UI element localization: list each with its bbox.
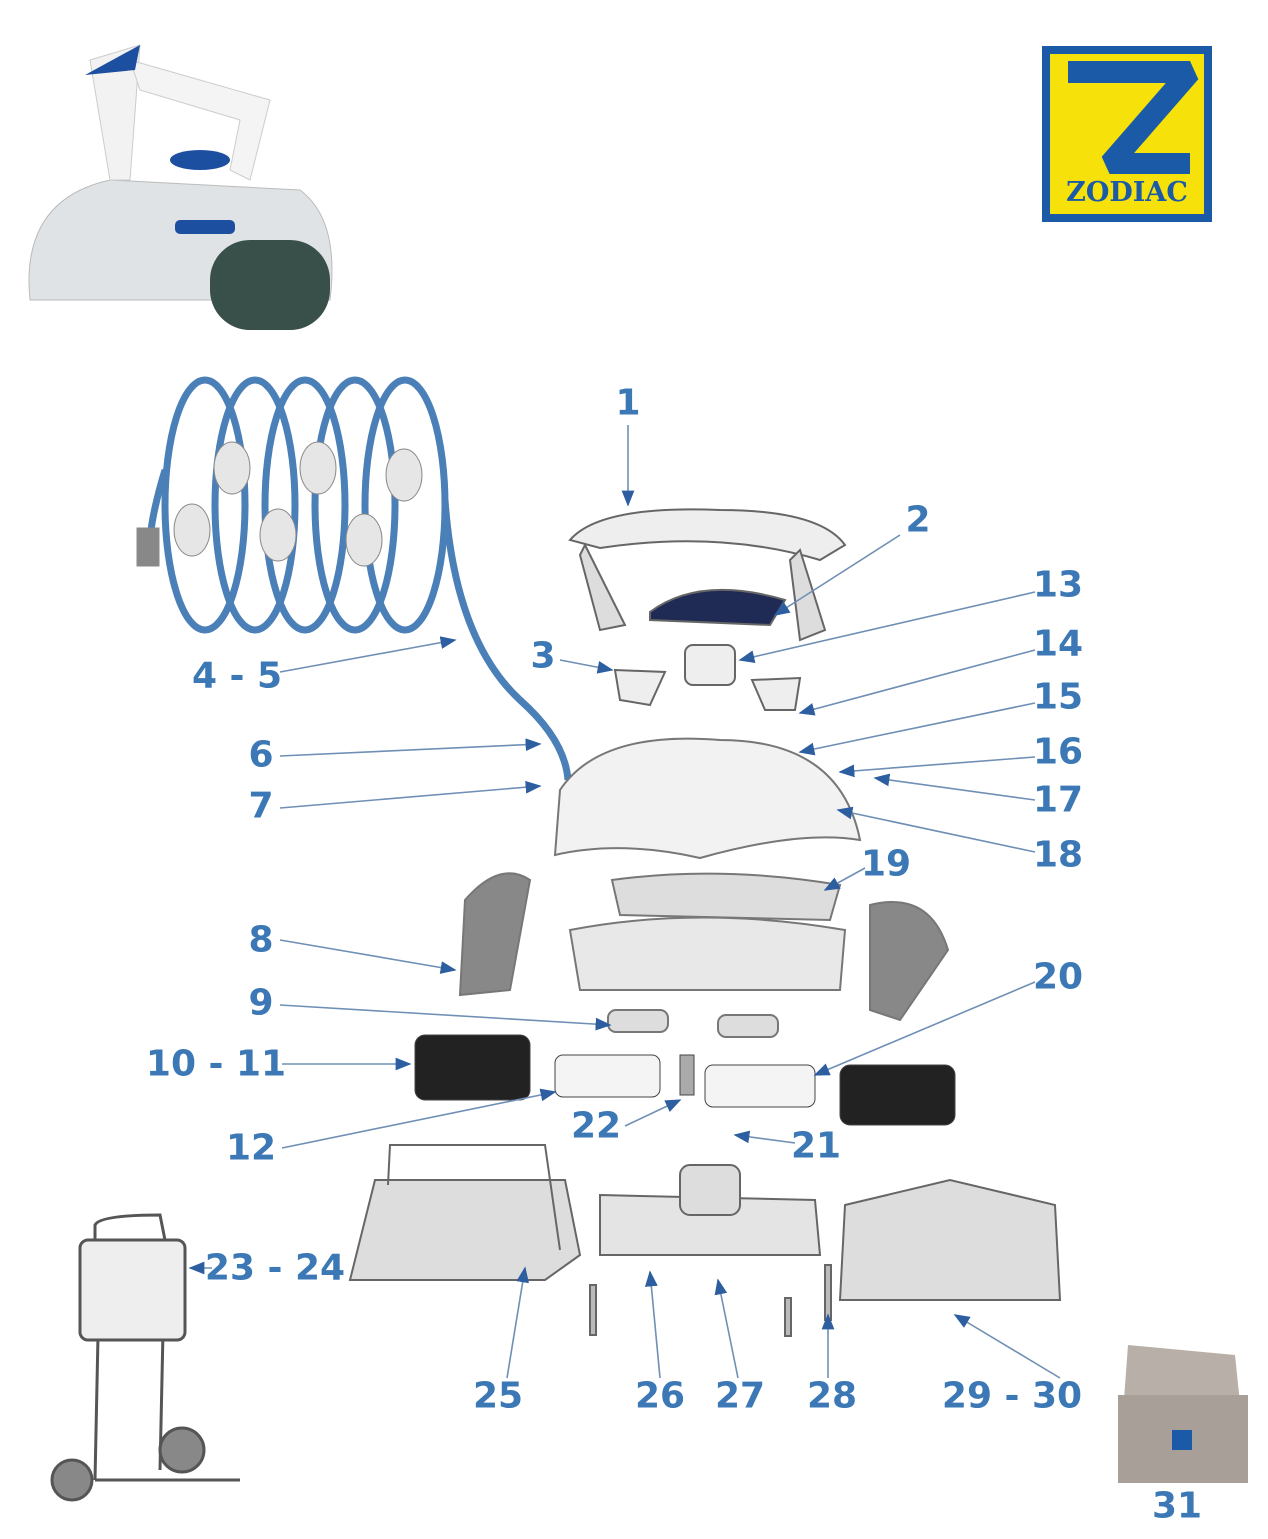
brushes-image (414, 1034, 956, 1126)
callout-27: 27 (714, 1375, 766, 1417)
callout-19: 19 (860, 843, 912, 885)
callout-13: 13 (1032, 564, 1084, 606)
callout-21: 21 (790, 1125, 842, 1167)
callout-17: 17 (1032, 779, 1084, 821)
callout-28: 28 (806, 1375, 858, 1417)
leader-lines (188, 425, 1061, 1379)
zodiac-logo: ZODIAC (1042, 46, 1212, 222)
cable-floats (136, 441, 423, 567)
callout-7: 7 (248, 785, 274, 827)
callout-20: 20 (1032, 956, 1084, 998)
callout-25: 25 (472, 1375, 524, 1417)
callout-18: 18 (1032, 834, 1084, 876)
callout-29-30: 29 - 30 (941, 1375, 1083, 1417)
callout-6: 6 (248, 734, 274, 776)
storage-bag-image (1118, 1345, 1248, 1483)
floating-cable-image (146, 376, 572, 781)
callout-14: 14 (1032, 623, 1084, 665)
z-logo-icon (1068, 61, 1199, 174)
callout-1: 1 (615, 382, 641, 424)
callout-4-5: 4 - 5 (191, 655, 283, 697)
callout-3: 3 (530, 635, 556, 677)
callout-10-11: 10 - 11 (145, 1043, 287, 1085)
callout-31: 31 (1151, 1485, 1203, 1527)
callout-22: 22 (570, 1105, 622, 1147)
handle-image (568, 508, 847, 711)
callout-8: 8 (248, 919, 274, 961)
callout-2: 2 (905, 499, 931, 541)
callout-12: 12 (225, 1127, 277, 1169)
logo-brand-text: ZODIAC (1066, 177, 1188, 208)
base-filter-image (348, 1144, 1062, 1337)
callout-23-24: 23 - 24 (204, 1247, 346, 1289)
callout-15: 15 (1032, 676, 1084, 718)
body-shell-image (458, 737, 950, 1038)
callout-16: 16 (1032, 731, 1084, 773)
callout-26: 26 (634, 1375, 686, 1417)
caddy-image (50, 1213, 240, 1502)
callout-9: 9 (248, 982, 274, 1024)
robot-product-image (28, 44, 333, 330)
